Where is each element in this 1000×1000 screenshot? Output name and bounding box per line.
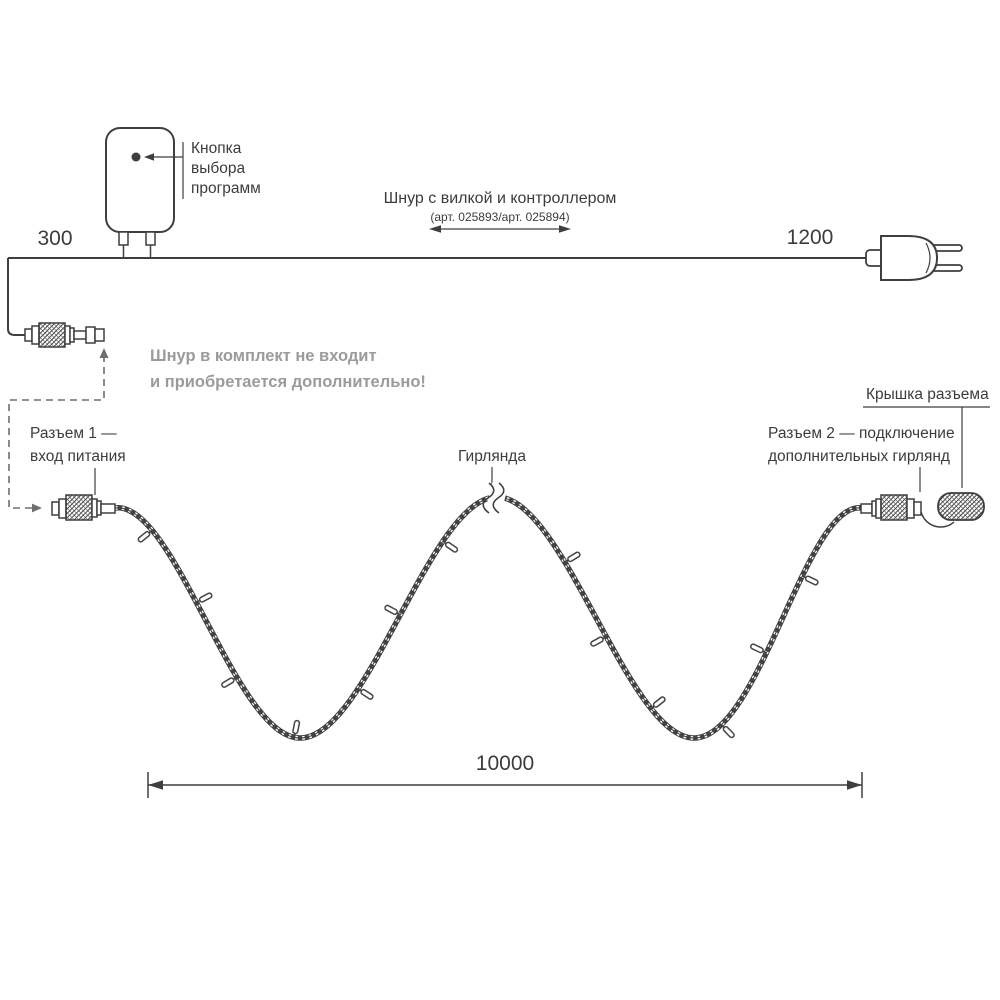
cord-article: (арт. 025893/арт. 025894) (430, 210, 569, 224)
cord-title-block: Шнур с вилкой и контроллером (арт. 02589… (384, 190, 617, 233)
garland-bulb (384, 604, 401, 616)
program-button-label-line1: Кнопка (191, 140, 242, 157)
garland-bulb (564, 551, 581, 563)
cord-title: Шнур с вилкой и контроллером (384, 190, 617, 207)
dim-arrow-right (847, 780, 862, 790)
power-plug (865, 235, 963, 281)
cap-strap (920, 511, 955, 528)
connector1-knurled-nut (65, 494, 93, 521)
connector-knurled-nut (38, 322, 66, 348)
garland-label: Гирлянда (458, 448, 526, 465)
garland-bulb (442, 540, 459, 553)
garland-bulb (590, 635, 607, 647)
program-button-icon (131, 152, 141, 162)
connector-tail-2 (94, 328, 105, 342)
garland-bulb (357, 687, 374, 700)
dashed-route-line (8, 355, 105, 509)
garland-break-mark (482, 478, 509, 516)
garland-bulb (292, 719, 301, 738)
controller (105, 127, 175, 257)
dimension-1200: 1200 (787, 226, 834, 249)
garland-connector-1 (51, 494, 116, 521)
controller-terminal-left (118, 231, 129, 246)
garland-rope-base (115, 497, 862, 738)
garland-rope-core (114, 496, 863, 739)
program-button-label-line3: программ (191, 180, 261, 197)
dimension-10000-block: 10000 (147, 752, 863, 798)
cap-callout: Крышка разъема (863, 386, 990, 488)
connector2-tip-2 (913, 501, 922, 516)
connector2-label-line1: Разъем 2 — подключение (768, 425, 955, 442)
note-line1: Шнур в комплект не входит (150, 347, 377, 365)
garland-bulb (801, 575, 819, 586)
garland-bulb (720, 724, 735, 739)
note-line2: и приобретается дополнительно! (150, 373, 426, 391)
connector1-neck (100, 503, 116, 514)
plug-face-detail (925, 242, 931, 274)
connector2-tip-1 (906, 498, 915, 519)
connector-step-1 (24, 328, 33, 342)
connector-cap (937, 492, 985, 521)
garland-bulb (221, 676, 238, 688)
garland-string (113, 478, 864, 740)
garland-bulb (650, 696, 666, 710)
program-button-callout: Кнопка выбора программ (144, 140, 261, 199)
cord-title-arrow-left (429, 225, 441, 233)
break-curve-right (492, 482, 505, 514)
break-curve-left (482, 482, 495, 514)
callout-arrowhead (144, 153, 154, 161)
connector1-tip-1 (51, 501, 60, 516)
controller-body (105, 127, 175, 233)
plug-body (880, 235, 939, 281)
garland-rope-twist (113, 495, 864, 740)
connector1-callout: Разъем 1 — вход питания (30, 425, 126, 495)
dashed-arrow-up (99, 348, 109, 358)
garland-bulb (750, 643, 767, 654)
cap-label: Крышка разъема (866, 386, 989, 403)
connector2-label-line2: дополнительных гирлянд (768, 448, 950, 465)
connector1-tip-2 (58, 498, 67, 519)
garland-connector-2 (860, 492, 985, 528)
dimension-300: 300 (37, 227, 72, 250)
connector2-neck (860, 503, 873, 514)
connector1-label-line1: Разъем 1 — (30, 425, 117, 442)
dimension-10000: 10000 (476, 752, 534, 775)
controller-terminal-right (145, 231, 156, 246)
power-cord (7, 257, 868, 336)
connector-neck (73, 330, 87, 340)
garland-bulb (196, 592, 213, 604)
not-included-note: Шнур в комплект не входит и приобретаетс… (150, 347, 426, 391)
cord-left-drop-line (7, 258, 25, 336)
dim-arrow-left (148, 780, 163, 790)
connector-step-2 (31, 325, 40, 345)
garland-bulb (137, 529, 153, 543)
connector2-knurled-nut (880, 494, 908, 521)
dashed-arrow-right (32, 503, 42, 513)
connector2-callout: Разъем 2 — подключение дополнительных ги… (768, 425, 955, 492)
connector1-label-line2: вход питания (30, 448, 126, 465)
cord-title-arrow-right (559, 225, 571, 233)
program-button-label-line2: выбора (191, 160, 245, 177)
garland-bulbs (137, 529, 819, 739)
dashed-connection-route (8, 348, 109, 513)
cord-connector (24, 322, 105, 348)
connector-tail-1 (85, 326, 96, 344)
